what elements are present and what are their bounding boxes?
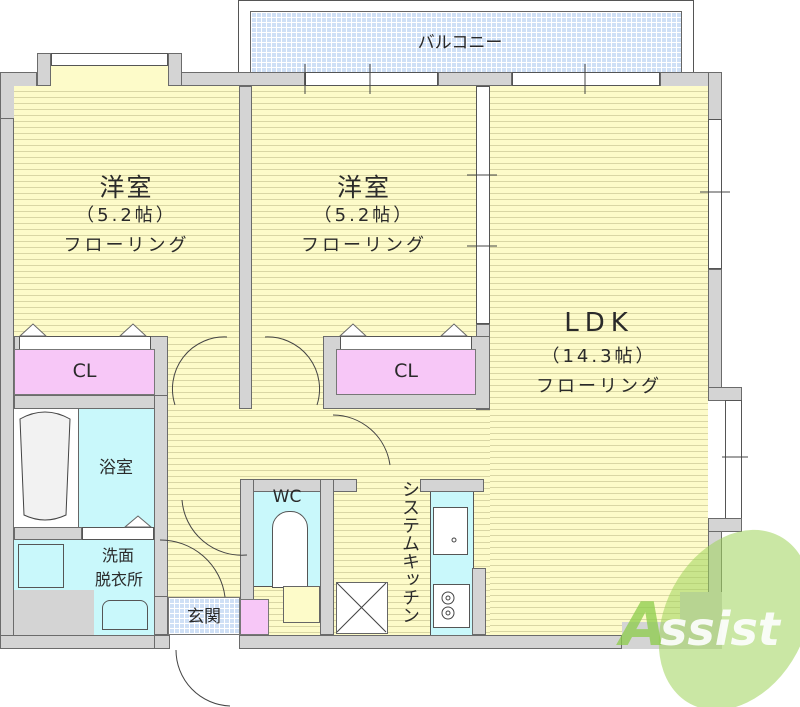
washroom-label-1: 洗面: [101, 546, 134, 565]
washroom-label-2: 脱衣所: [94, 570, 143, 589]
window-bay-floor: [51, 66, 168, 86]
window-ldk-balcony: [512, 72, 660, 86]
room1-size: （5.2帖）: [76, 205, 177, 226]
kitchen-pillar: [472, 568, 486, 635]
bath-wash-wall: [14, 527, 82, 540]
floor-ldk: [490, 86, 708, 635]
room1-name: 洋室: [99, 173, 154, 202]
entrance-label: 玄関: [187, 607, 221, 627]
window-ldk-east: [708, 119, 722, 269]
room1-floor: フローリング: [63, 235, 190, 256]
bath-door: [82, 527, 154, 540]
closet-1-label: CL: [72, 360, 97, 382]
door-arc-room2: [264, 336, 321, 406]
window-bay-right: [168, 53, 182, 86]
sink-icon: [433, 507, 468, 555]
shoe-cabinet: [240, 599, 269, 635]
wc-storage: [283, 586, 320, 623]
bathroom-label: 浴室: [99, 458, 133, 478]
door-arc-washroom: [159, 539, 226, 598]
wc-wall-right: [320, 479, 334, 635]
floor-western-room-2: [252, 86, 476, 339]
room2-floor: フローリング: [301, 235, 427, 256]
door-arc-ldk: [332, 414, 391, 466]
window-room1: [51, 53, 168, 66]
wash-basin-icon: [102, 600, 148, 630]
kitchen-label: システムキッチン: [399, 480, 420, 624]
stove-icon: [433, 584, 470, 628]
watermark-text: A: [616, 590, 666, 660]
door-arc-entrance: [175, 649, 231, 707]
ldk-name: LDK: [564, 308, 634, 338]
outer-wall-bottom-2: [239, 635, 622, 649]
door-arc-room1: [171, 336, 228, 406]
kitchen-wall-top: [420, 479, 484, 492]
sliding-door-room2-ldk: [476, 86, 490, 324]
ldk-size: （14.3帖）: [541, 346, 657, 367]
door-arc-wc: [181, 499, 248, 556]
balcony-label: バルコニー: [417, 33, 503, 53]
closet-2: CL: [336, 349, 476, 395]
toilet-label: WC: [272, 487, 302, 507]
outer-wall-top-mid2: [438, 72, 512, 86]
entrance: [168, 597, 240, 635]
room2-name: 洋室: [336, 173, 391, 202]
entrance-wall-left: [154, 596, 168, 635]
wall-room1-room2: [239, 86, 252, 409]
entrance-bottom-left: [154, 635, 170, 649]
closet-2-label: CL: [394, 360, 418, 382]
ldk-bay-bottom: [708, 518, 742, 532]
washroom-notch: [14, 590, 94, 635]
window-bay-left: [37, 53, 51, 86]
ldk-floor: フローリング: [536, 376, 662, 397]
washing-machine-icon: [18, 544, 64, 588]
floor-western-room-1: [14, 86, 239, 339]
closet-1: CL: [14, 349, 155, 395]
room2-size: （5.2帖）: [313, 205, 415, 226]
balcony: [250, 11, 682, 73]
svg-text:ssist: ssist: [660, 602, 782, 656]
